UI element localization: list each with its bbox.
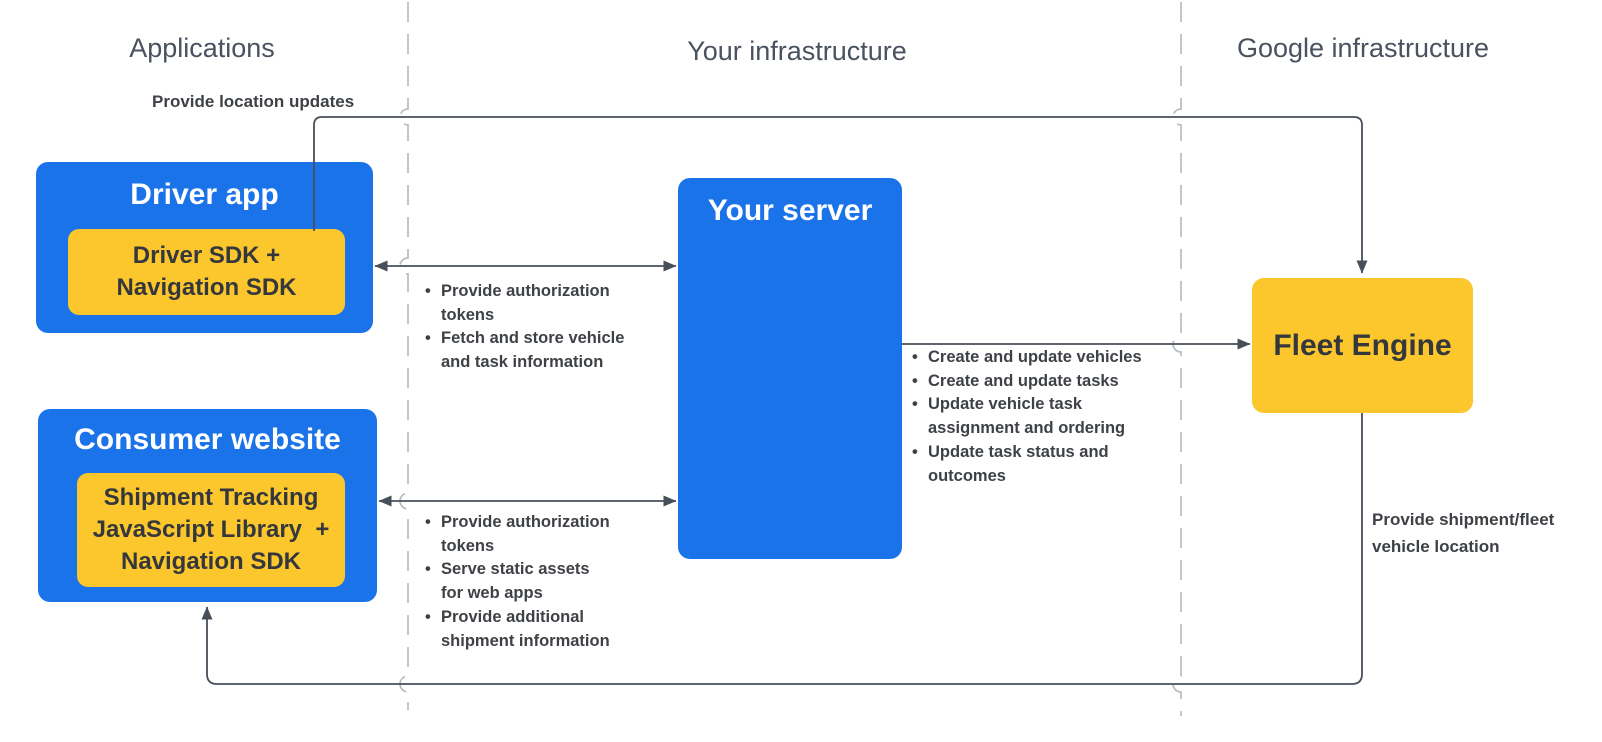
bullet-item: Provide authorization tokens <box>423 280 624 327</box>
consumer-website-box: Consumer website Shipment Tracking JavaS… <box>38 409 377 602</box>
shipment-tracking-line: Shipment Tracking <box>103 484 319 511</box>
edge-label-location-updates: Provide location updates <box>152 92 355 111</box>
column-header-google-infrastructure: Google infrastructure <box>1236 33 1490 63</box>
bullet-item: Provide authorization tokens <box>423 511 610 558</box>
divider-your-infra-google-infra <box>1172 2 1182 716</box>
consumer-website-title: Consumer website <box>74 423 341 456</box>
fleet-engine-box: Fleet Engine <box>1252 278 1473 413</box>
driver-app-title: Driver app <box>130 178 279 211</box>
shipment-tracking-line: Navigation SDK <box>120 548 302 575</box>
bullet-item: Serve static assets for web apps <box>423 558 610 605</box>
edge-bullets-consumer-server: Provide authorization tokens Serve stati… <box>423 511 610 653</box>
column-header-your-infrastructure: Your infrastructure <box>687 36 907 66</box>
driver-sdk-line: Navigation SDK <box>116 274 297 301</box>
edge-bullets-server-fleet: Create and update vehicles Create and up… <box>910 346 1142 488</box>
bullet-item: Create and update vehicles <box>910 346 1142 370</box>
driver-sdk-box: Driver SDK + Navigation SDK <box>68 229 345 315</box>
bullet-item: Update task status and outcomes <box>910 441 1142 488</box>
driver-sdk-line: Driver SDK + <box>132 242 281 269</box>
bullet-item: Create and update tasks <box>910 370 1142 394</box>
bullet-item: Fetch and store vehicle and task informa… <box>423 327 624 374</box>
fleet-engine-title: Fleet Engine <box>1273 328 1452 362</box>
your-server-box: Your server <box>678 178 902 559</box>
edge-bullets-driver-server: Provide authorization tokens Fetch and s… <box>423 280 624 375</box>
bullet-item: Update vehicle task assignment and order… <box>910 393 1142 440</box>
edge-label-fleet-consumer: Provide shipment/fleet vehicle location <box>1372 510 1555 556</box>
column-header-applications: Applications <box>129 33 275 63</box>
your-server-title: Your server <box>707 194 873 227</box>
bullet-item: Provide additional shipment information <box>423 606 610 653</box>
shipment-tracking-line: JavaScript Library + <box>92 516 330 543</box>
driver-app-box: Driver app Driver SDK + Navigation SDK <box>36 162 373 333</box>
shipment-tracking-library-box: Shipment Tracking JavaScript Library + N… <box>77 473 345 587</box>
divider-applications-your-infra <box>399 2 409 710</box>
